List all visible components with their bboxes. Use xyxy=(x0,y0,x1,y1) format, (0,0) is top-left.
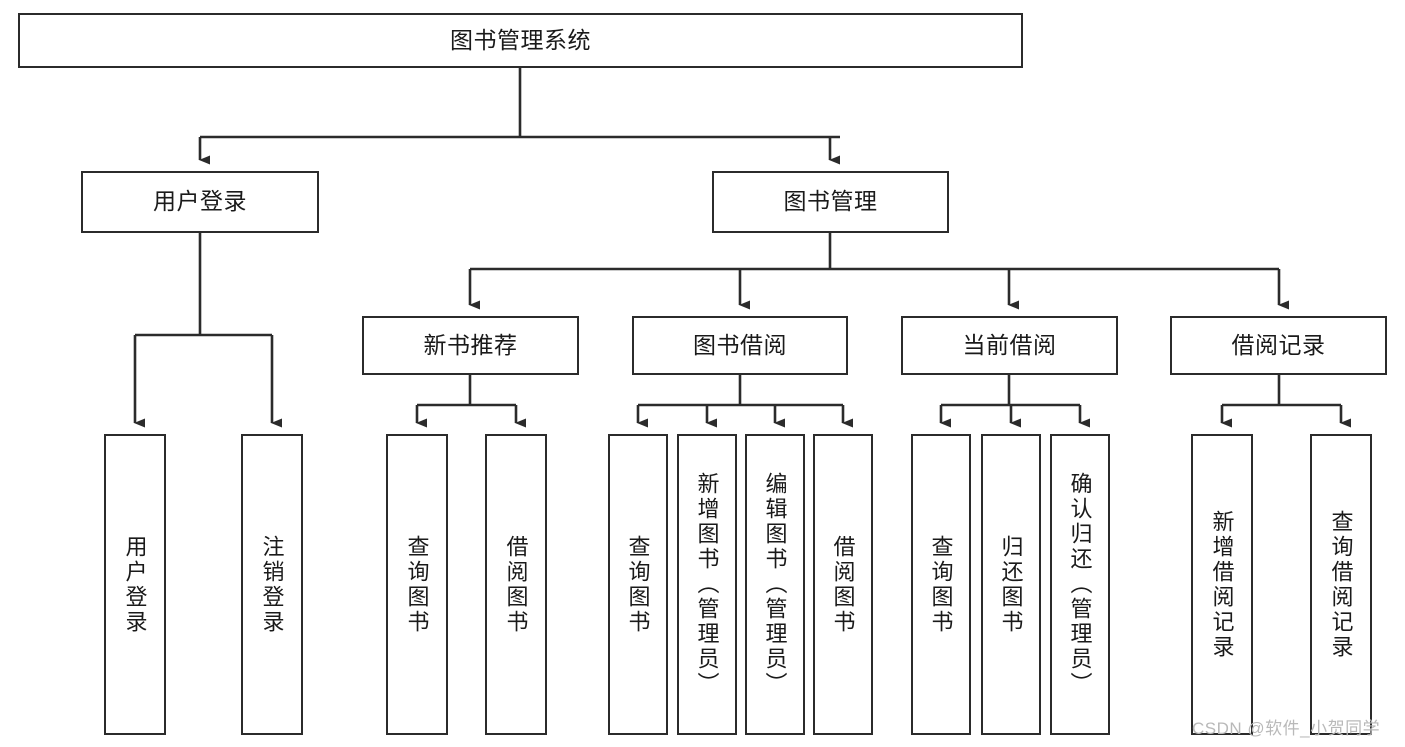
node-leaf-7-label: 借阅图书 xyxy=(830,534,856,635)
node-leaf-0-label: 用户登录 xyxy=(122,534,148,635)
node-leaf-5-label: 新增图书（管理员） xyxy=(694,472,720,697)
node-leaf-7[interactable]: 借阅图书 xyxy=(813,434,873,735)
node-leaf-11[interactable]: 新增借阅记录 xyxy=(1191,434,1253,735)
node-leaf-9-label: 归还图书 xyxy=(998,534,1024,635)
node-leaf-0[interactable]: 用户登录 xyxy=(104,434,166,735)
node-level2-1-label: 图书管理 xyxy=(783,188,878,215)
node-level3-3[interactable]: 借阅记录 xyxy=(1170,316,1387,375)
node-level3-1[interactable]: 图书借阅 xyxy=(632,316,848,375)
node-level3-3-label: 借阅记录 xyxy=(1231,331,1326,358)
node-level2-0-label: 用户登录 xyxy=(153,188,247,215)
node-leaf-6[interactable]: 编辑图书（管理员） xyxy=(745,434,805,735)
node-leaf-5[interactable]: 新增图书（管理员） xyxy=(677,434,737,735)
node-leaf-4-label: 查询图书 xyxy=(625,534,651,635)
node-leaf-12[interactable]: 查询借阅记录 xyxy=(1310,434,1372,735)
node-level3-0[interactable]: 新书推荐 xyxy=(362,316,579,375)
node-leaf-11-label: 新增借阅记录 xyxy=(1209,509,1235,660)
node-leaf-10-label: 确认归还（管理员） xyxy=(1067,472,1093,697)
node-root[interactable]: 图书管理系统 xyxy=(18,13,1023,68)
node-leaf-10[interactable]: 确认归还（管理员） xyxy=(1050,434,1110,735)
node-leaf-12-label: 查询借阅记录 xyxy=(1328,509,1354,660)
node-leaf-6-label: 编辑图书（管理员） xyxy=(762,472,788,697)
node-leaf-1[interactable]: 注销登录 xyxy=(241,434,303,735)
node-level2-0[interactable]: 用户登录 xyxy=(81,171,319,233)
node-level3-0-label: 新书推荐 xyxy=(423,331,518,358)
node-leaf-9[interactable]: 归还图书 xyxy=(981,434,1041,735)
node-leaf-2-label: 查询图书 xyxy=(404,534,430,635)
node-leaf-3-label: 借阅图书 xyxy=(503,534,529,635)
node-level3-2-label: 当前借阅 xyxy=(962,331,1057,358)
node-leaf-3[interactable]: 借阅图书 xyxy=(485,434,547,735)
node-level3-1-label: 图书借阅 xyxy=(693,331,787,358)
node-leaf-1-label: 注销登录 xyxy=(259,534,285,635)
node-leaf-4[interactable]: 查询图书 xyxy=(608,434,668,735)
node-level2-1[interactable]: 图书管理 xyxy=(712,171,949,233)
node-leaf-8[interactable]: 查询图书 xyxy=(911,434,971,735)
node-root-label: 图书管理系统 xyxy=(450,26,591,53)
node-leaf-8-label: 查询图书 xyxy=(928,534,954,635)
node-leaf-2[interactable]: 查询图书 xyxy=(386,434,448,735)
watermark: CSDN @软件_小贺同学 xyxy=(1192,719,1381,738)
node-level3-2[interactable]: 当前借阅 xyxy=(901,316,1118,375)
